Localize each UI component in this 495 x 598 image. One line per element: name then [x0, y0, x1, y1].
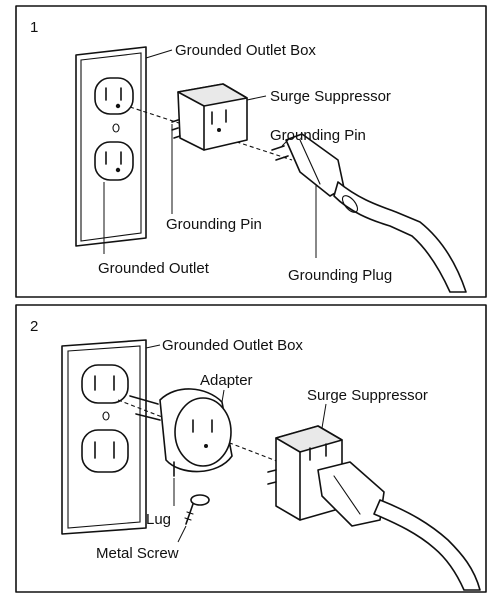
power-cord-1 [333, 181, 467, 293]
surge-suppressor-2 [267, 425, 481, 591]
label-grounding-pin-left: Grounding Pin [166, 216, 262, 233]
grounding-plug-2 [317, 461, 385, 527]
surge-suppressor-1 [171, 83, 248, 151]
leader-surge-1 [246, 95, 267, 101]
label-metal-screw: Metal Screw [96, 545, 179, 562]
label-grounded-outlet-box-2: Grounded Outlet Box [162, 337, 303, 354]
metal-screw [184, 494, 210, 525]
alignment-line-2 [117, 399, 301, 471]
label-lug: Lug [146, 511, 171, 528]
leader-adapter [221, 389, 225, 403]
label-adapter: Adapter [200, 372, 253, 389]
panel-1: 1 [15, 5, 487, 298]
panel-2: 2 [15, 304, 487, 593]
panel-1-number: 1 [30, 19, 38, 36]
lower-receptacle [94, 141, 134, 181]
upper-receptacle-2 [81, 364, 129, 404]
label-grounding-plug: Grounding Plug [288, 267, 392, 284]
label-surge-suppressor-2: Surge Suppressor [307, 387, 428, 404]
lower-receptacle-2 [81, 429, 129, 473]
grounded-outlet-box-plate [75, 46, 147, 247]
label-grounding-pin-right: Grounding Pin [270, 127, 366, 144]
label-grounded-outlet: Grounded Outlet [98, 260, 210, 277]
leader-surge-2 [321, 403, 327, 429]
label-surge-suppressor-1: Surge Suppressor [270, 88, 391, 105]
panel-1-frame [15, 5, 487, 298]
power-cord-2 [373, 499, 481, 591]
leader-metal-screw [177, 525, 187, 543]
label-grounded-outlet-box-1: Grounded Outlet Box [175, 42, 316, 59]
grounding-plug-1 [271, 133, 467, 293]
panel-2-number: 2 [30, 318, 38, 335]
upper-receptacle [94, 77, 134, 115]
leader-outlet-box-1 [145, 49, 173, 59]
grounded-outlet-box-plate-2 [61, 339, 147, 535]
leader-pin-right [281, 137, 291, 147]
leader-outlet-box-2 [145, 344, 161, 349]
panel-2-frame [15, 304, 487, 593]
adapter [129, 388, 233, 477]
